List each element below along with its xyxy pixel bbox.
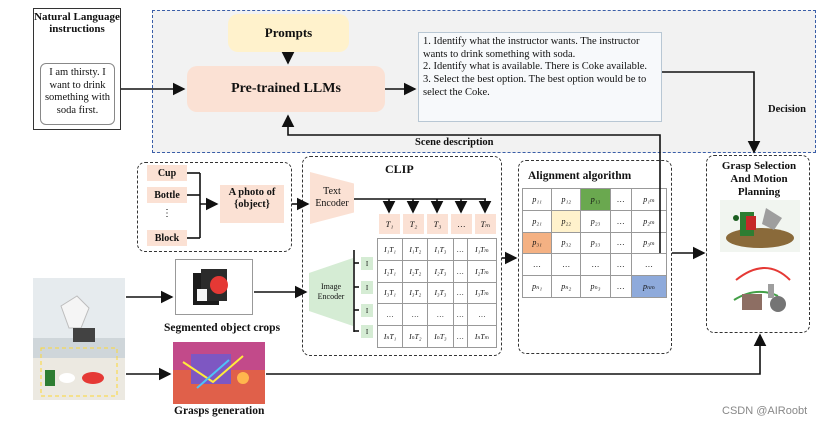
prob-cell: … bbox=[631, 253, 667, 277]
prob-cell-selected: p₁₃ bbox=[580, 188, 611, 211]
category-cup: Cup bbox=[147, 165, 187, 181]
similarity-cell: … bbox=[452, 325, 469, 348]
text-token: T₁ bbox=[379, 214, 400, 234]
clip-title: CLIP bbox=[385, 162, 414, 176]
category-block: Block bbox=[147, 230, 187, 246]
grasp-illustrations bbox=[720, 200, 800, 324]
watermark: CSDN @AIRoobt bbox=[722, 405, 808, 417]
alignment-panel bbox=[518, 160, 672, 354]
segmented-crops-caption: Segmented object crops bbox=[164, 322, 281, 334]
grasps-generation-image bbox=[173, 342, 265, 404]
text-token: Tₘ bbox=[475, 214, 496, 234]
natural-language-panel bbox=[33, 8, 121, 130]
reasoning-step: 3. Select the best option. The best opti… bbox=[423, 74, 647, 98]
image-token: I bbox=[361, 304, 373, 317]
category-bottle: Bottle bbox=[147, 187, 187, 203]
prompt-template-box: A photo of {object} bbox=[220, 185, 284, 223]
image-token: I bbox=[361, 325, 373, 338]
similarity-cell: IₙTₘ bbox=[467, 325, 497, 348]
scene-description-label: Scene description bbox=[415, 137, 494, 148]
prob-cell-highlight: p₃₁ bbox=[521, 231, 553, 255]
category-ellipsis: ⋮ bbox=[162, 208, 172, 219]
natural-language-title: Natural Language instructions bbox=[34, 11, 120, 35]
similarity-cell: I₁Tₘ bbox=[467, 238, 497, 261]
instruction-text: I am thirsty. I want to drink something … bbox=[40, 63, 115, 125]
prompts-box: Prompts bbox=[228, 14, 349, 52]
grasp-scene-image bbox=[720, 200, 800, 252]
prob-cell: pₙ₃ bbox=[580, 275, 611, 298]
grasps-generation-caption: Grasps generation bbox=[174, 405, 265, 417]
grasp-title: Grasp Selection And Motion Planning bbox=[721, 160, 797, 198]
decision-label: Decision bbox=[768, 104, 806, 115]
text-token: T₂ bbox=[403, 214, 424, 234]
clip-panel bbox=[302, 156, 502, 356]
image-token: I bbox=[361, 257, 373, 270]
prob-cell-highlight: pₙₘ bbox=[631, 275, 667, 298]
categories-panel bbox=[137, 162, 292, 252]
alignment-title: Alignment algorithm bbox=[528, 170, 632, 182]
segmented-crops-image bbox=[175, 259, 253, 315]
reasoning-step: 1. Identify what the instructor wants. T… bbox=[423, 36, 640, 60]
reasoning-step: 2. Identify what is available. There is … bbox=[423, 61, 648, 73]
motion-plan-image bbox=[720, 262, 800, 324]
text-token: T₃ bbox=[427, 214, 448, 234]
llms-box: Pre-trained LLMs bbox=[187, 66, 385, 112]
reasoning-steps: 1. Identify what the instructor wants. T… bbox=[418, 32, 662, 122]
image-token: I bbox=[361, 281, 373, 294]
text-token: … bbox=[451, 214, 472, 234]
robot-workspace-photo bbox=[33, 278, 125, 400]
grasp-panel bbox=[706, 155, 810, 333]
